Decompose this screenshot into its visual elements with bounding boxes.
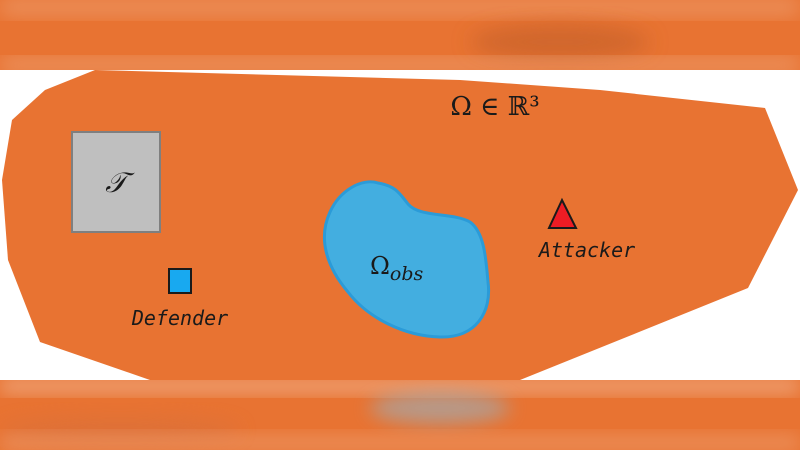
blurred-top-shadow <box>470 24 650 60</box>
obstacle-label: Ωobs <box>370 252 424 285</box>
blurred-bottom-band <box>0 380 800 450</box>
domain-figure-svg: 𝒯 Ωobs Ω ∈ ℝ³ Defender Attacker <box>2 70 798 380</box>
blurred-bottom-edge <box>0 380 800 392</box>
target-set-box <box>71 131 161 233</box>
attacker-label: Attacker <box>537 238 635 262</box>
triangle-attacker-icon <box>547 197 578 229</box>
blurred-top-band-art <box>0 0 800 70</box>
obstacle-label-sub: obs <box>390 263 424 285</box>
blurred-top-edge <box>0 60 800 70</box>
blurred-bottom-highlight <box>0 436 800 450</box>
blurred-top-highlight <box>0 0 800 14</box>
square-defender-icon <box>168 268 192 294</box>
obstacle-region <box>322 180 491 339</box>
obstacle-label-base: Ω <box>370 252 390 280</box>
blurred-bottom-obstacle-hint <box>370 392 510 424</box>
blurred-bottom-band-art <box>0 380 800 450</box>
blurred-top-band <box>0 0 800 70</box>
defender-label: Defender <box>131 306 228 330</box>
domain-label: Ω ∈ ℝ³ <box>450 92 539 122</box>
domain-figure: 𝒯 Ωobs Ω ∈ ℝ³ Defender Attacker <box>0 70 800 380</box>
